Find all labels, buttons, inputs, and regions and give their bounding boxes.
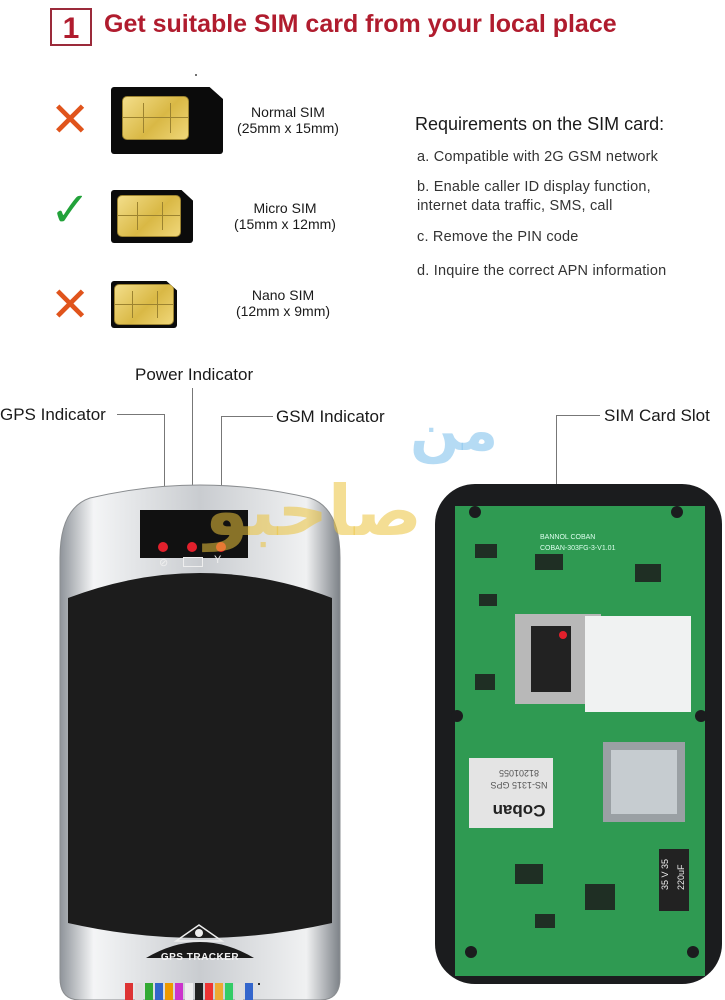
requirements-title: Requirements on the SIM card:	[415, 114, 665, 134]
gsm-indicator-label: GSM Indicator	[276, 407, 385, 426]
nano-sim-card	[111, 281, 177, 328]
capacitor-label: 35 V 35	[660, 858, 670, 890]
micro-sim-card	[111, 190, 193, 243]
sim-chip	[114, 284, 174, 325]
satellite-icon: ⊘	[159, 557, 169, 569]
sim-name: Normal SIM	[251, 104, 325, 120]
signal-icon: Y	[214, 554, 222, 566]
sim-name: Nano SIM	[251, 287, 315, 303]
module-code: NS-1315 GPS	[490, 780, 548, 790]
wire-bundle	[125, 983, 253, 1000]
sim-name: Micro SIM	[253, 200, 317, 216]
check-icon: ✓	[50, 182, 91, 238]
device-brand: GPS TRACKER	[160, 952, 240, 963]
watermark-text: من	[410, 396, 499, 464]
power-leader-line	[192, 388, 193, 546]
module-brand: Coban	[492, 801, 546, 820]
requirement-item: c. Remove the PIN code	[417, 229, 579, 245]
gps-leader-line	[117, 414, 164, 415]
sim-size: (15mm x 12mm)	[234, 216, 336, 232]
requirement-item: b. Enable caller ID display function,	[417, 179, 651, 195]
step-number: 1	[50, 8, 92, 46]
power-indicator-label: Power Indicator	[135, 365, 254, 384]
sim-label-micro: Micro SIM (15mm x 12mm)	[225, 200, 345, 232]
sim-leader-line	[556, 415, 600, 416]
cross-icon: ✕	[50, 92, 91, 148]
pcb-label: COBAN-303FG-3-V1.01	[540, 545, 616, 552]
page-title: Get suitable SIM card from your local pl…	[104, 10, 617, 38]
cross-icon: ✕	[50, 277, 91, 333]
sim-label-nano: Nano SIM (12mm x 9mm)	[223, 287, 343, 319]
stray-dot	[195, 74, 197, 76]
gsm-leader-line	[221, 416, 222, 546]
gsm-leader-line	[221, 416, 273, 417]
requirement-item: a. Compatible with 2G GSM network	[417, 149, 659, 165]
sim-chip	[122, 96, 189, 140]
logo-emblem-icon	[170, 921, 228, 943]
sim-label-normal: Normal SIM (25mm x 15mm)	[228, 104, 348, 136]
gps-indicator-label: GPS Indicator	[0, 405, 106, 424]
sim-chip	[117, 195, 181, 237]
gps-led-icon	[158, 542, 168, 552]
sim-size: (12mm x 9mm)	[235, 303, 331, 319]
watermark-text: صاحبو	[205, 470, 422, 552]
battery-icon	[183, 557, 203, 567]
normal-sim-card	[111, 87, 223, 154]
sim-slot-label: SIM Card Slot	[604, 406, 710, 425]
power-led-icon	[187, 542, 197, 552]
capacitor-label: 220uF	[676, 864, 686, 890]
requirement-item: d. Inquire the correct APN information	[417, 263, 667, 279]
module-serial: 81201055	[498, 768, 540, 778]
sim-size: (25mm x 15mm)	[237, 120, 339, 136]
gsm-led-icon	[216, 542, 226, 552]
pcb-board	[435, 484, 722, 984]
requirement-item: internet data traffic, SMS, call	[417, 198, 613, 214]
gps-tracker-device	[59, 484, 341, 1000]
pcb-label: BANNOL COBAN	[540, 534, 596, 541]
gps-leader-line	[164, 414, 165, 545]
